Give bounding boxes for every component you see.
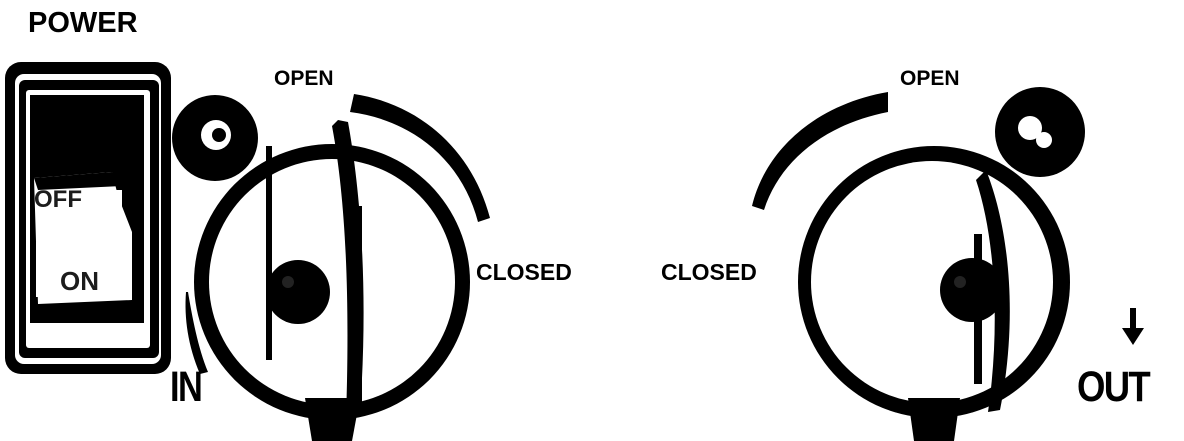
switch-off-label: OFF <box>34 186 82 213</box>
left-open-label: OPEN <box>274 67 334 90</box>
right-open-label: OPEN <box>900 67 960 90</box>
left-valve-knob[interactable] <box>172 95 470 441</box>
out-label: OUT <box>1077 363 1151 411</box>
left-closed-label: CLOSED <box>476 259 572 285</box>
power-label: POWER <box>28 7 138 39</box>
right-closed-label: CLOSED <box>661 259 757 285</box>
down-arrow-icon <box>1122 308 1144 345</box>
switch-on-label: ON <box>60 266 99 296</box>
right-valve-knob[interactable] <box>798 87 1085 441</box>
left-travel-arc <box>350 94 490 222</box>
power-rocker-switch[interactable] <box>5 62 171 374</box>
in-label: IN <box>170 363 203 411</box>
right-travel-arc <box>752 92 888 210</box>
